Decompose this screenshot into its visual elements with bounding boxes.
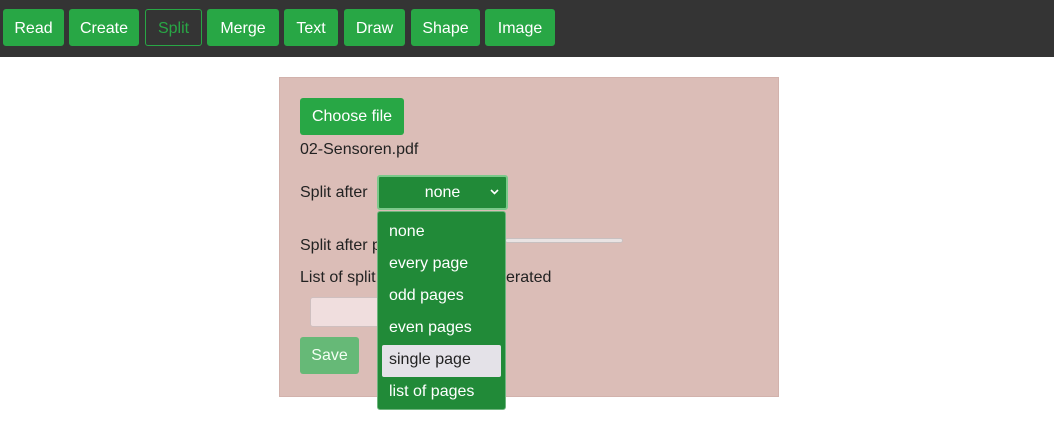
nav-shape-button[interactable]: Shape	[411, 9, 480, 46]
split-pages-list-input[interactable]	[310, 297, 390, 327]
nav-text-button[interactable]: Text	[284, 9, 338, 46]
nav-create-button[interactable]: Create	[69, 9, 139, 46]
split-after-page-label: Split after p	[300, 237, 381, 254]
nav-image-button[interactable]: Image	[485, 9, 555, 46]
dropdown-option-list-of-pages[interactable]: list of pages	[389, 383, 475, 400]
split-after-select[interactable]: none	[377, 175, 508, 210]
split-after-label: Split after	[300, 184, 368, 201]
split-form-panel: Choose file 02-Sensoren.pdf Split after …	[279, 77, 779, 397]
split-after-dropdown-menu: none every page odd pages even pages sin…	[377, 211, 506, 410]
dropdown-option-single-page[interactable]: single page	[382, 345, 501, 377]
chevron-down-icon	[490, 177, 499, 208]
selected-file-name: 02-Sensoren.pdf	[300, 141, 419, 158]
nav-merge-button[interactable]: Merge	[207, 9, 279, 46]
save-button[interactable]: Save	[300, 337, 359, 374]
choose-file-button[interactable]: Choose file	[300, 98, 404, 135]
dropdown-option-none[interactable]: none	[389, 223, 425, 240]
dropdown-option-even-pages[interactable]: even pages	[389, 319, 472, 336]
dropdown-option-odd-pages[interactable]: odd pages	[389, 287, 464, 304]
top-navigation-bar: Read Create Split Merge Text Draw Shape …	[0, 0, 1054, 57]
list-of-split-pages-label: List of split	[300, 269, 376, 286]
nav-split-button[interactable]: Split	[145, 9, 202, 46]
list-of-split-pages-label-tail: erated	[506, 269, 552, 286]
split-page-slider[interactable]	[505, 238, 623, 243]
split-after-selected-value: none	[424, 184, 461, 201]
nav-draw-button[interactable]: Draw	[344, 9, 405, 46]
dropdown-option-every-page[interactable]: every page	[389, 255, 469, 272]
nav-read-button[interactable]: Read	[3, 9, 64, 46]
